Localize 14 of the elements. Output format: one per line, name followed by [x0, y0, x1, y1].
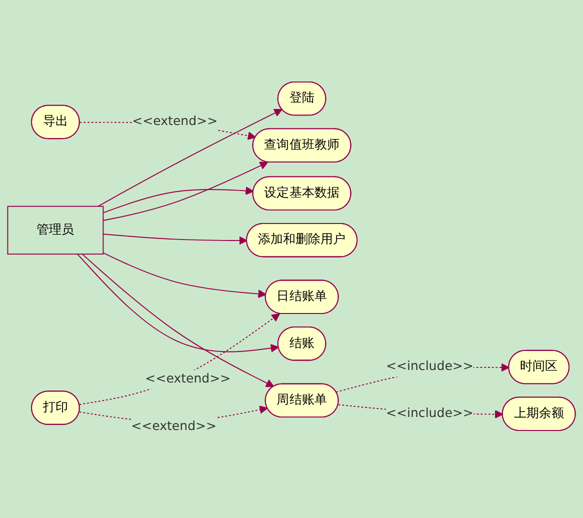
- edge-label: <<extend>>: [131, 419, 217, 434]
- edge-label: <<extend>>: [132, 114, 218, 129]
- arrow: [98, 109, 282, 207]
- arrow: [102, 162, 268, 221]
- arrow: [102, 234, 248, 245]
- edge-label: <<include>>: [386, 406, 474, 421]
- edge-label: <<extend>>: [145, 372, 231, 386]
- arrow: [102, 186, 254, 214]
- arrow: [102, 252, 266, 298]
- arrow: [76, 254, 280, 352]
- arrow: [82, 254, 274, 388]
- edge-label: <<include>>: [386, 360, 474, 374]
- node-box: 管理员: [7, 206, 104, 255]
- arrow: [78, 313, 280, 405]
